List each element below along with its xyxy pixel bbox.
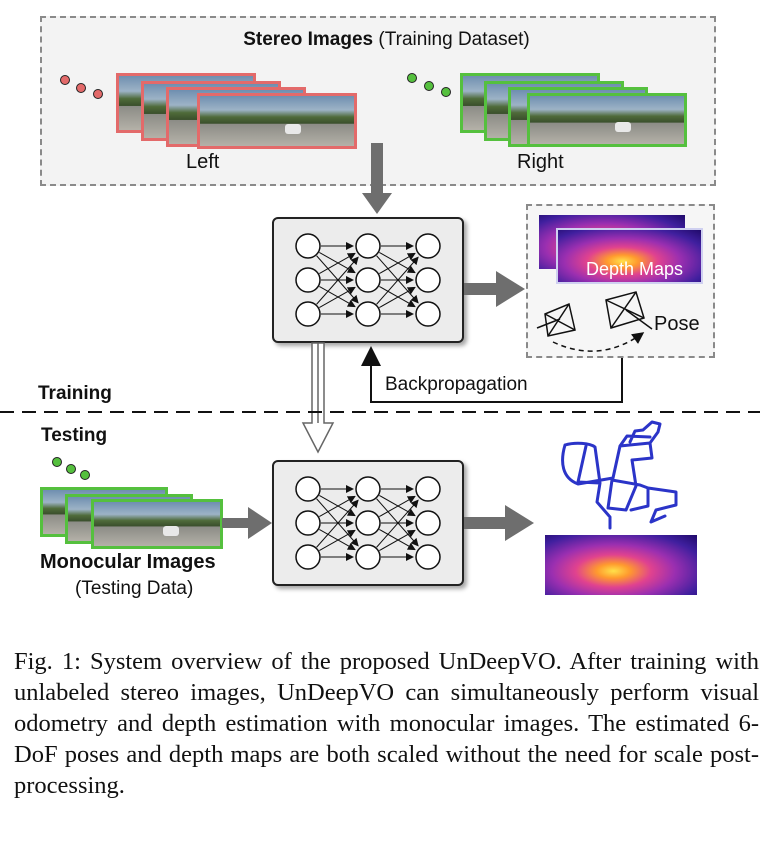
nn-connection	[376, 255, 419, 304]
nn-connection	[316, 255, 359, 304]
nn-node	[415, 267, 441, 293]
right-ellipsis-dot	[441, 87, 451, 97]
nn-node	[355, 544, 381, 570]
test-ellipsis-dot	[80, 470, 90, 480]
nn-connection	[379, 529, 416, 552]
right-ellipsis-dot	[424, 81, 434, 91]
stereo-images-title-bold: Stereo Images	[243, 29, 374, 50]
nn-connection	[316, 256, 359, 305]
left-ellipsis-dot	[93, 89, 103, 99]
nn-connection	[319, 285, 356, 308]
left-image-frame	[197, 93, 357, 149]
nn-connection	[379, 528, 416, 551]
left-images-label: Left	[186, 151, 220, 173]
arrow-test-network-to-outputs	[464, 505, 534, 541]
monocular-images-title: Monocular Images	[40, 551, 216, 573]
left-ellipsis-dot	[60, 75, 70, 85]
nn-connection	[319, 251, 356, 274]
weight-transfer-arrow	[301, 342, 335, 454]
backpropagation-arrow	[361, 346, 623, 403]
pose-motion-arrow	[552, 332, 645, 352]
nn-node	[415, 510, 441, 536]
estimated-trajectory	[561, 420, 678, 530]
arrow-test-images-to-network	[222, 507, 272, 539]
pose-camera-2	[605, 291, 653, 330]
nn-connection	[376, 499, 419, 548]
nn-connection	[319, 528, 356, 551]
nn-connection	[319, 494, 356, 517]
nn-node	[355, 233, 381, 259]
stereo-images-title: Stereo Images (Training Dataset)	[0, 29, 773, 51]
nn-connection	[379, 286, 416, 309]
nn-node	[295, 233, 321, 259]
nn-node	[295, 301, 321, 327]
nn-connection	[316, 498, 359, 547]
nn-node	[415, 476, 441, 502]
training-neural-net	[295, 233, 441, 327]
pose-camera-1	[536, 302, 576, 337]
test-image-frame	[91, 499, 223, 549]
diagram-overlay	[0, 143, 760, 570]
pose-label: Pose	[654, 313, 700, 335]
nn-node	[295, 544, 321, 570]
nn-node	[415, 301, 441, 327]
nn-node	[355, 267, 381, 293]
system-overview-diagram: Stereo Images (Training Dataset) Left Ri…	[0, 16, 773, 599]
nn-node	[295, 510, 321, 536]
test-ellipsis-dot	[66, 464, 76, 474]
test-ellipsis-dot	[52, 457, 62, 467]
nn-connection	[379, 494, 416, 517]
arrow-network-to-outputs	[464, 271, 525, 307]
nn-connection	[379, 285, 416, 308]
right-image-frame	[527, 93, 687, 147]
left-ellipsis-dot	[76, 83, 86, 93]
right-images-label: Right	[517, 151, 564, 173]
nn-connection	[319, 286, 356, 309]
nn-connection	[316, 499, 359, 548]
backpropagation-label: Backpropagation	[385, 374, 528, 395]
nn-node	[415, 233, 441, 259]
training-phase-label: Training	[38, 383, 112, 404]
arrow-stereo-to-network	[362, 143, 392, 214]
nn-node	[355, 510, 381, 536]
nn-node	[295, 267, 321, 293]
nn-connection	[376, 256, 419, 305]
nn-connection	[379, 251, 416, 274]
testing-phase-label: Testing	[41, 425, 108, 446]
monocular-images-subtitle: (Testing Data)	[75, 578, 194, 599]
figure-caption: Fig. 1: System overview of the proposed …	[14, 648, 759, 799]
nn-node	[355, 301, 381, 327]
nn-node	[415, 544, 441, 570]
test-depth-map	[545, 535, 697, 595]
depth-map-front	[556, 228, 703, 284]
nn-connection	[376, 498, 419, 547]
nn-connection	[319, 495, 356, 518]
nn-node	[295, 476, 321, 502]
depth-maps-label: Depth Maps	[586, 259, 684, 279]
nn-connection	[319, 529, 356, 552]
nn-connection	[379, 252, 416, 275]
testing-neural-net	[295, 476, 441, 570]
nn-connection	[379, 495, 416, 518]
nn-node	[355, 476, 381, 502]
stereo-images-title-paren: (Training Dataset)	[378, 29, 530, 50]
right-ellipsis-dot	[407, 73, 417, 83]
nn-connection	[319, 252, 356, 275]
